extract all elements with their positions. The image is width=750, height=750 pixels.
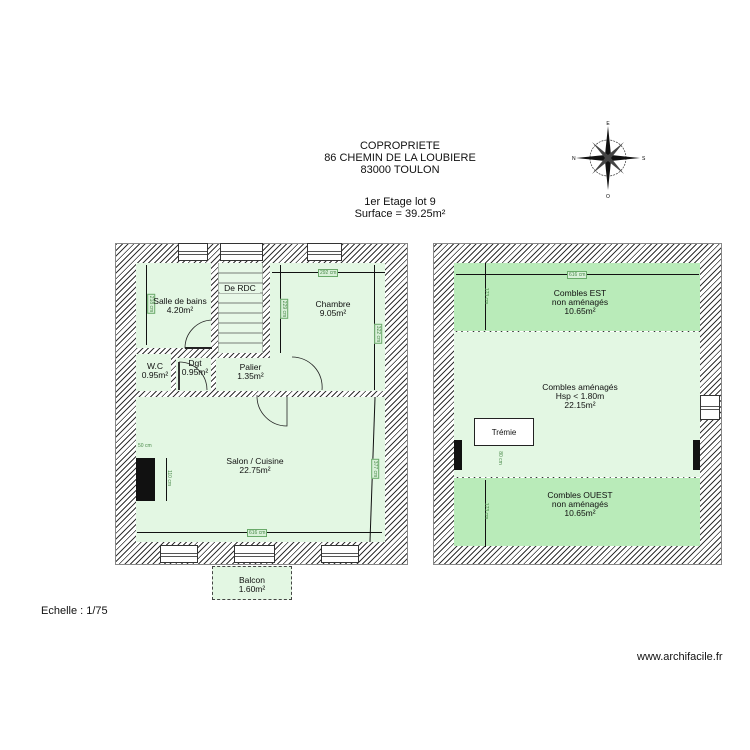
scale-label: Echelle : 1/75 (41, 605, 108, 617)
floor-info: 1er Etage lot 9 Surface = 39.25m² (330, 196, 470, 220)
dim-chimney-height: 110 cm (166, 469, 173, 487)
door-swing-icon (291, 356, 323, 391)
title-line-3: 83000 TOULON (360, 164, 440, 176)
label-de-rdc: De RDC (220, 284, 260, 293)
svg-text:E: E (606, 121, 610, 127)
window-chambre (307, 243, 342, 261)
dim-chambre-left: 229 cm (280, 298, 289, 320)
dim-middle: 80 cm (496, 451, 503, 465)
svg-text:N: N (572, 156, 576, 162)
dim-chambre-width: 292 cm (318, 269, 339, 277)
dim-salon-width: 616 cm (247, 529, 268, 537)
window-salon-3 (321, 545, 359, 563)
dim-chambre-right: 322 cm (374, 323, 383, 345)
dim-line (166, 458, 167, 501)
dim-est-height: 173 cm (483, 287, 490, 305)
svg-text:S: S (642, 156, 646, 162)
website-link[interactable]: www.archifacile.fr (637, 651, 723, 663)
stairs-icon (218, 263, 263, 353)
door-swing-icon (184, 319, 213, 349)
room-palier[interactable] (216, 358, 291, 391)
dim-chimney-width: 50 cm (138, 443, 152, 449)
room-dgt[interactable] (176, 358, 211, 391)
chimney-left (454, 440, 462, 470)
title-line-2: 86 CHEMIN DE LA LOUBIERE (324, 152, 476, 164)
chimney-block (136, 458, 155, 501)
dim-salon-height: 377 cm (371, 458, 380, 480)
surface-label: Surface = 39.25m² (354, 208, 446, 220)
window-combles (700, 395, 720, 420)
chimney-right (693, 440, 700, 470)
door-swing-icon (256, 394, 288, 427)
room-balcon[interactable] (212, 566, 292, 600)
room-salon-cuisine[interactable] (136, 397, 385, 542)
project-title: COPROPRIETE 86 CHEMIN DE LA LOUBIERE 830… (300, 140, 500, 176)
dim-ouest-height: 173 cm (483, 502, 490, 520)
door-swing-icon (178, 361, 208, 390)
room-wc[interactable] (136, 354, 171, 391)
floor-label: 1er Etage lot 9 (364, 196, 436, 208)
room-combles-ouest[interactable] (454, 478, 700, 546)
tremie-box: Trémie (474, 418, 534, 446)
svg-text:O: O (606, 194, 610, 200)
window-salon-2 (234, 545, 275, 563)
dim-line (485, 480, 486, 547)
dim-right-width: 616 cm (567, 271, 588, 279)
window-stairs (220, 243, 263, 261)
dim-line (485, 263, 486, 330)
dim-line (146, 265, 147, 345)
window-sdb (178, 243, 208, 261)
room-escalier[interactable] (218, 263, 263, 353)
compass-rose-icon: E N S O (572, 121, 646, 200)
room-combles-amenages[interactable] (454, 332, 700, 477)
title-line-1: COPROPRIETE (359, 140, 441, 152)
window-salon-1 (160, 545, 198, 563)
